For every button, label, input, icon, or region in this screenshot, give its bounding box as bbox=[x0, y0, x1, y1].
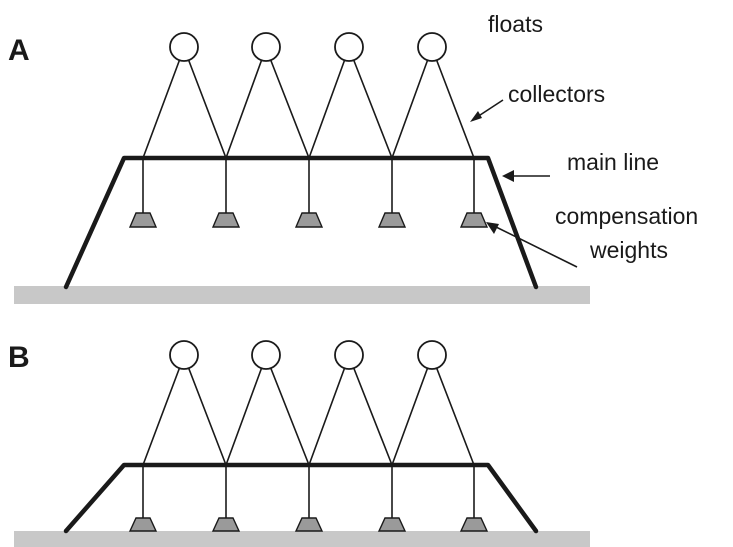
weight-hangers bbox=[142, 158, 475, 213]
float bbox=[169, 340, 199, 370]
collectors bbox=[142, 45, 475, 159]
compensation-weights bbox=[128, 517, 489, 532]
collector bbox=[225, 45, 310, 159]
collector bbox=[308, 353, 393, 466]
panel-a-label: A bbox=[8, 34, 30, 67]
float bbox=[417, 32, 447, 62]
panel-a: A bbox=[8, 11, 698, 304]
compensation-label: compensation bbox=[555, 203, 698, 229]
collector bbox=[142, 45, 227, 159]
compensation-weight bbox=[211, 212, 241, 228]
compensation-weight bbox=[128, 517, 158, 532]
main-line-arrowhead bbox=[502, 170, 514, 182]
seabed-ground bbox=[14, 531, 590, 547]
compensation-weight bbox=[128, 212, 158, 228]
compensation-weight bbox=[294, 517, 324, 532]
floats bbox=[169, 340, 447, 370]
collector bbox=[391, 353, 475, 466]
float bbox=[251, 340, 281, 370]
compensation-weight bbox=[211, 517, 241, 532]
floats-label: floats bbox=[488, 11, 543, 37]
float bbox=[334, 340, 364, 370]
floats bbox=[169, 32, 447, 62]
panel-b-label: B bbox=[8, 341, 30, 374]
compensation-weight bbox=[377, 212, 407, 228]
seabed-ground bbox=[14, 286, 590, 304]
weights-arrowhead bbox=[486, 222, 499, 234]
compensation-weight bbox=[459, 517, 489, 532]
weights-label: weights bbox=[589, 237, 668, 263]
annotation-arrows bbox=[470, 99, 578, 268]
main-line bbox=[63, 462, 539, 534]
collector bbox=[142, 353, 227, 466]
float bbox=[334, 32, 364, 62]
float bbox=[251, 32, 281, 62]
weights-arrow bbox=[491, 224, 578, 268]
weight-hangers bbox=[142, 465, 475, 518]
collector bbox=[308, 45, 393, 159]
collectors-arrowhead bbox=[470, 111, 482, 122]
collectors-label: collectors bbox=[508, 81, 605, 107]
compensation-weight bbox=[377, 517, 407, 532]
main-line bbox=[63, 155, 539, 290]
collector bbox=[225, 353, 310, 466]
panel-b: B bbox=[8, 340, 590, 547]
float bbox=[417, 340, 447, 370]
collectors bbox=[142, 353, 475, 466]
compensation-weight bbox=[294, 212, 324, 228]
float bbox=[169, 32, 199, 62]
collector bbox=[391, 45, 475, 159]
compensation-weight bbox=[459, 212, 489, 228]
compensation-weights bbox=[128, 212, 489, 228]
main-line-label: main line bbox=[567, 149, 659, 175]
